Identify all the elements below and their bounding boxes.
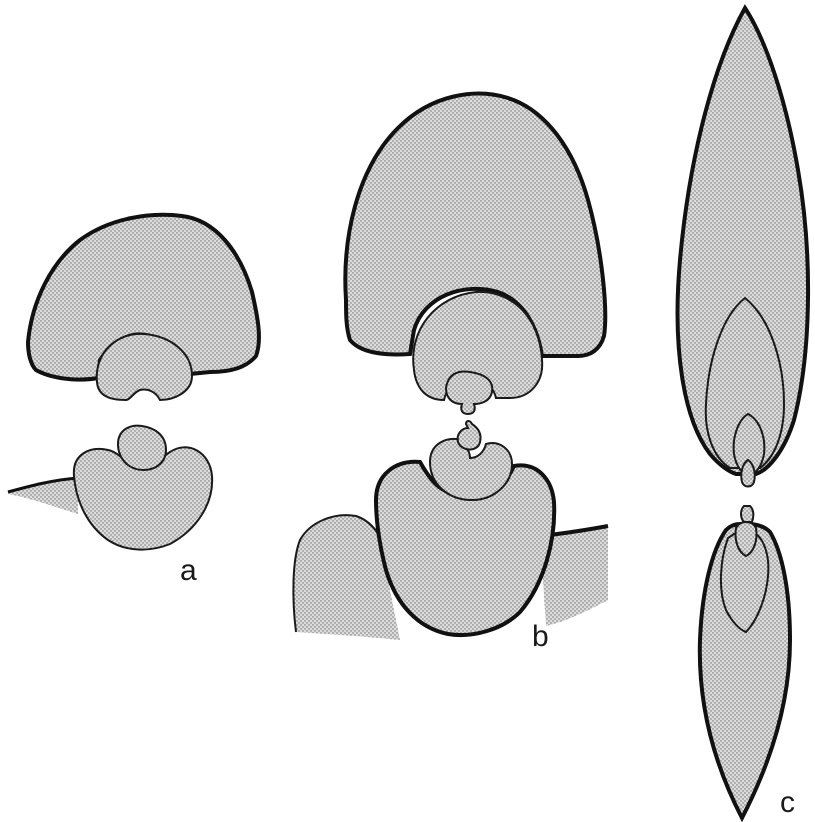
panel-c-lower-tip (741, 506, 753, 522)
panel-b-upper-bud (446, 372, 492, 414)
panel-b: b (293, 94, 608, 653)
panel-b-label: b (532, 620, 549, 653)
panel-a-label: a (180, 554, 197, 587)
panel-b-lower-bud (458, 421, 481, 450)
panel-a: a (8, 215, 259, 587)
panel-a-lower-bud (118, 426, 166, 470)
panel-c-upper-tip (741, 460, 755, 487)
panel-c: c (678, 8, 808, 819)
panel-c-label: c (780, 786, 795, 819)
